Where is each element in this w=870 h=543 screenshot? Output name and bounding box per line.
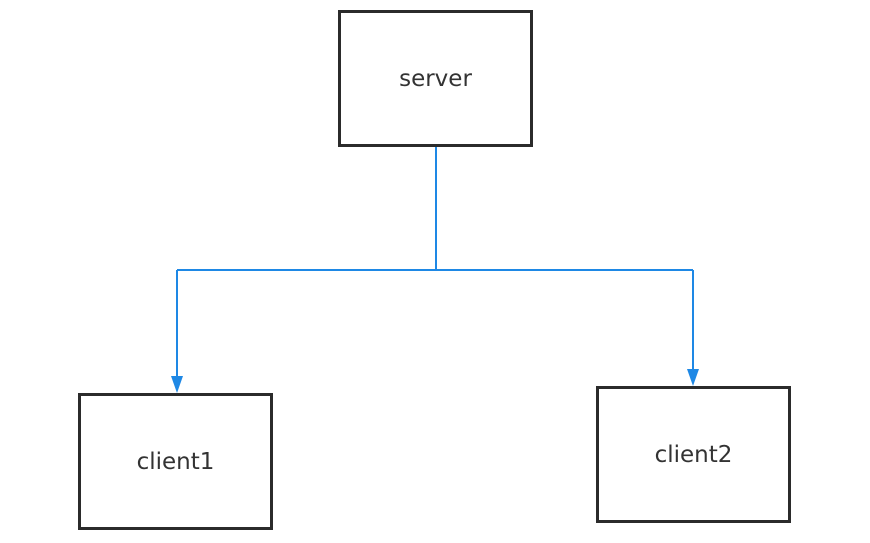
server-label: server	[399, 65, 472, 92]
client2-label: client2	[654, 441, 733, 468]
arrowhead-client2-icon	[687, 369, 699, 386]
arrowhead-client1-icon	[171, 376, 183, 393]
client1-label: client1	[136, 448, 215, 475]
server-node[interactable]: server	[338, 10, 533, 147]
client2-node[interactable]: client2	[596, 386, 791, 523]
client1-node[interactable]: client1	[78, 393, 273, 530]
